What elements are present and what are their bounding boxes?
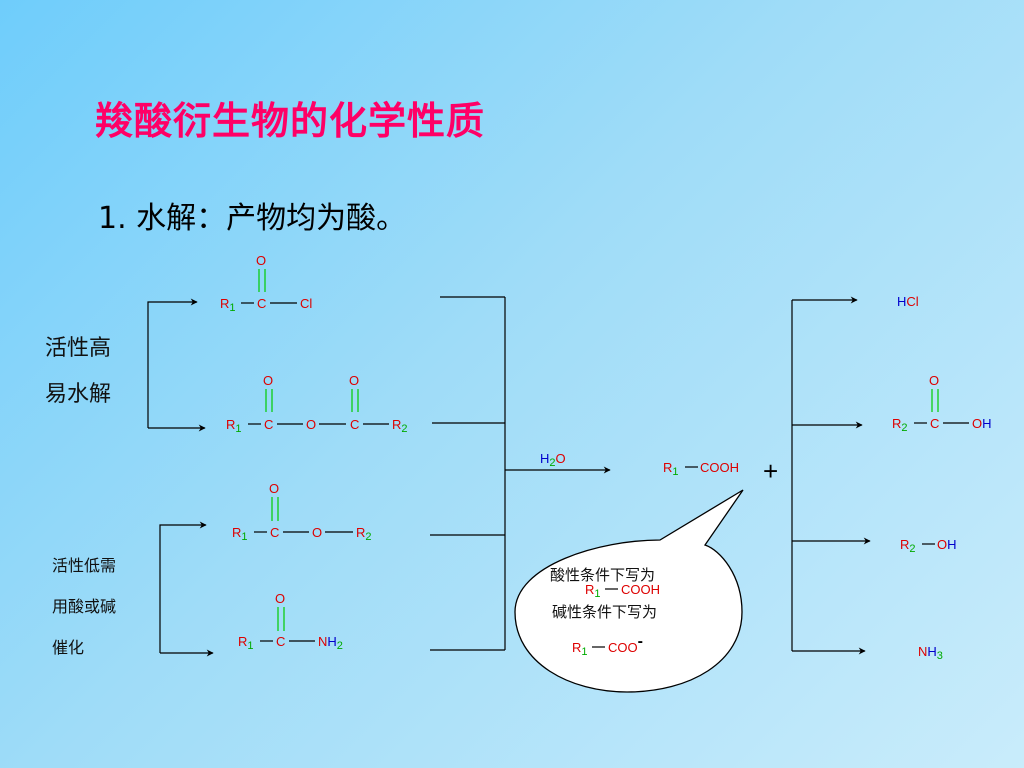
svg-text:O: O xyxy=(269,481,279,496)
svg-text:COOH: COOH xyxy=(621,582,660,597)
svg-text:O: O xyxy=(349,373,359,388)
svg-text:C: C xyxy=(930,416,939,431)
svg-text:C: C xyxy=(257,296,266,311)
svg-text:R1: R1 xyxy=(232,525,248,543)
svg-text:COOH: COOH xyxy=(700,460,739,475)
note-high-activity: 活性高 易水解 xyxy=(45,326,111,418)
svg-text:R1: R1 xyxy=(238,634,254,652)
product-bracket xyxy=(791,296,871,655)
svg-text:R1: R1 xyxy=(220,296,236,314)
note-high-line-1: 活性高 xyxy=(45,336,112,361)
bubble-formula-basic: R1 xyxy=(572,640,588,658)
molecule-alcohol: R2 OH xyxy=(900,537,957,555)
svg-text:Cl: Cl xyxy=(300,296,312,311)
svg-text:R2: R2 xyxy=(356,525,372,543)
svg-text:C: C xyxy=(276,634,285,649)
note-low-line-3: 催化 xyxy=(52,638,85,657)
plus-sign: + xyxy=(763,456,778,486)
molecule-product-acid: R1 COOH xyxy=(663,460,739,478)
bubble-formula-acidic: R1 xyxy=(585,582,601,600)
svg-text:O: O xyxy=(306,417,316,432)
svg-text:OH: OH xyxy=(972,416,992,431)
molecule-amide: O R1 C NH2 xyxy=(238,591,343,652)
svg-text:O: O xyxy=(263,373,273,388)
high-activity-bracket xyxy=(147,298,206,432)
note-low-line-2: 用酸或碱 xyxy=(52,597,117,616)
reagent-water: H2O xyxy=(540,451,566,469)
svg-text:R1: R1 xyxy=(663,460,679,478)
molecule-acid-r2: O R2 C OH xyxy=(892,373,992,434)
svg-text:C: C xyxy=(270,525,279,540)
svg-text:O: O xyxy=(275,591,285,606)
note-high-line-2: 易水解 xyxy=(45,382,112,407)
svg-text:C: C xyxy=(264,417,273,432)
collect-bracket xyxy=(430,296,506,651)
svg-text:OH: OH xyxy=(937,537,957,552)
svg-text:NH2: NH2 xyxy=(318,634,343,652)
svg-text:C: C xyxy=(350,417,359,432)
molecule-ester: O R1 C O R2 xyxy=(232,481,372,543)
molecule-hcl: HCl xyxy=(897,294,919,309)
molecule-anhydride: O O R1 C O C R2 xyxy=(226,373,408,435)
note-low-line-1: 活性低需 xyxy=(52,556,117,575)
svg-text:COO-: COO- xyxy=(608,633,643,655)
svg-text:R1: R1 xyxy=(226,417,242,435)
svg-text:O: O xyxy=(312,525,322,540)
page-title: 羧酸衍生物的化学性质 xyxy=(95,99,486,143)
svg-text:O: O xyxy=(256,253,266,268)
bubble-line-basic: 碱性条件下写为 xyxy=(552,603,657,621)
molecule-acyl-chloride: O R1 C Cl xyxy=(220,253,312,314)
bubble-line-acidic: 酸性条件下写为 xyxy=(550,566,655,584)
callout-bubble: 酸性条件下写为 R1 COOH 碱性条件下写为 R1 COO- xyxy=(514,489,744,693)
subtitle-hydrolysis: 1. 水解：产物均为酸。 xyxy=(98,201,407,236)
svg-text:R2: R2 xyxy=(392,417,408,435)
svg-text:R2: R2 xyxy=(900,537,916,555)
molecule-ammonia: NH3 xyxy=(918,644,943,662)
svg-text:R2: R2 xyxy=(892,416,908,434)
note-low-activity: 活性低需 用酸或碱 催化 xyxy=(52,545,116,668)
low-activity-bracket xyxy=(159,521,214,657)
svg-text:O: O xyxy=(929,373,939,388)
